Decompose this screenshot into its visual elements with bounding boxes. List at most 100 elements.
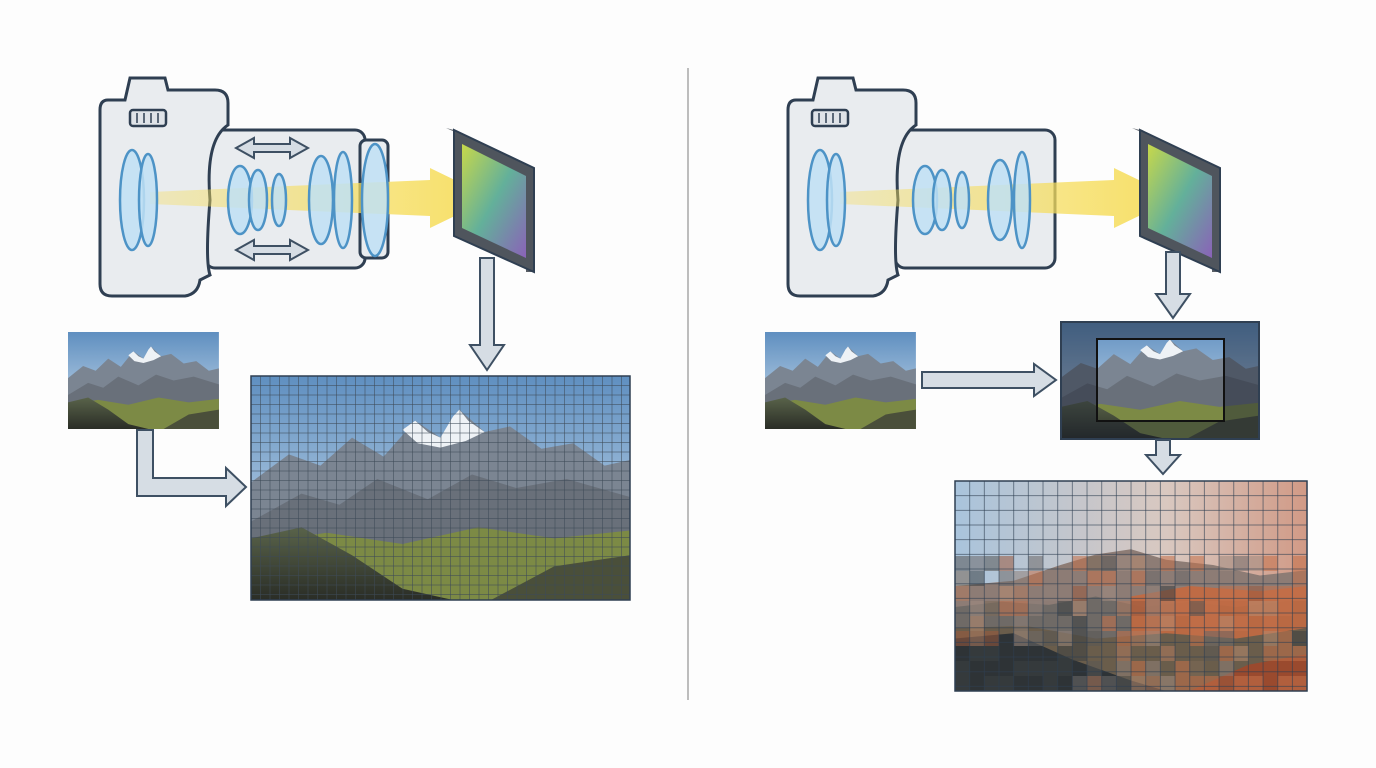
pixel-block bbox=[1013, 571, 1029, 586]
digital-zoom-panel bbox=[765, 76, 1308, 692]
pixel-block bbox=[1204, 631, 1220, 646]
pixel-block bbox=[1292, 631, 1308, 646]
pixel-block bbox=[1189, 601, 1205, 616]
sensor-icon bbox=[446, 128, 535, 274]
pixel-block bbox=[1175, 601, 1190, 616]
pixel-block bbox=[1175, 571, 1190, 586]
result-image-pixelated bbox=[954, 480, 1308, 692]
pixel-block bbox=[955, 676, 970, 691]
pixel-block bbox=[1248, 601, 1264, 616]
pixel-block bbox=[1145, 631, 1161, 646]
thumbnail-photo bbox=[765, 332, 916, 429]
pixel-block bbox=[1175, 661, 1190, 676]
pixel-block bbox=[1131, 661, 1146, 676]
flow-arrow-icon bbox=[468, 257, 506, 372]
pixel-block bbox=[1145, 616, 1161, 631]
pixel-block bbox=[1219, 631, 1234, 646]
pixel-block bbox=[1131, 631, 1146, 646]
pixel-block bbox=[969, 571, 985, 586]
pixel-block bbox=[984, 631, 1000, 646]
pixel-block bbox=[1248, 586, 1264, 601]
pixel-block bbox=[1145, 661, 1161, 676]
pixel-block bbox=[969, 601, 985, 616]
pixel-block bbox=[1145, 601, 1161, 616]
pixel-block bbox=[1204, 601, 1220, 616]
pixel-block bbox=[1160, 676, 1176, 691]
pixel-block bbox=[969, 556, 985, 571]
pixel-block bbox=[955, 571, 970, 586]
pixel-block bbox=[1072, 631, 1088, 646]
pixel-block bbox=[1233, 586, 1249, 601]
pixel-block bbox=[1057, 631, 1073, 646]
pixel-block bbox=[1013, 631, 1029, 646]
flow-arrow-icon bbox=[1143, 439, 1183, 476]
pixel-block bbox=[1057, 661, 1073, 676]
pixel-block bbox=[1263, 601, 1278, 616]
pixel-block bbox=[1219, 586, 1234, 601]
pixel-block bbox=[1087, 631, 1102, 646]
pixel-block bbox=[1043, 586, 1058, 601]
pixel-block bbox=[1189, 556, 1205, 571]
pixel-block bbox=[999, 556, 1014, 571]
pixel-block bbox=[1101, 616, 1117, 631]
thumbnail-photo bbox=[68, 332, 219, 429]
pixel-block bbox=[1043, 631, 1058, 646]
pixel-block bbox=[999, 586, 1014, 601]
pixel-block bbox=[1028, 601, 1044, 616]
pixel-block bbox=[1116, 661, 1132, 676]
pixel-block bbox=[1131, 676, 1146, 691]
pixel-block bbox=[1204, 616, 1220, 631]
pixel-block bbox=[1160, 616, 1176, 631]
flow-arrow-icon bbox=[921, 362, 1058, 398]
pixel-block bbox=[1028, 556, 1044, 571]
pixel-block bbox=[1101, 556, 1117, 571]
pixel-block bbox=[1292, 586, 1308, 601]
pixel-block bbox=[1145, 571, 1161, 586]
pixel-block bbox=[984, 646, 1000, 661]
pixel-block bbox=[1116, 676, 1132, 691]
pixel-block bbox=[1160, 556, 1176, 571]
pixel-block bbox=[1204, 676, 1220, 691]
crop-frame bbox=[1060, 321, 1260, 440]
pixel-block bbox=[1292, 646, 1308, 661]
pixel-block bbox=[1072, 616, 1088, 631]
pixel-block bbox=[1087, 571, 1102, 586]
pixel-block bbox=[1233, 556, 1249, 571]
pixel-block bbox=[1277, 646, 1293, 661]
pixel-block bbox=[1204, 646, 1220, 661]
pixel-block bbox=[1116, 631, 1132, 646]
pixel-block bbox=[1277, 631, 1293, 646]
pixel-block bbox=[999, 676, 1014, 691]
pixel-grid-icon bbox=[250, 375, 630, 600]
pixel-block bbox=[1101, 676, 1117, 691]
pixel-block bbox=[1189, 631, 1205, 646]
pixel-block bbox=[1292, 676, 1308, 691]
pixel-block bbox=[1101, 586, 1117, 601]
pixel-block bbox=[1072, 556, 1088, 571]
pixel-block bbox=[1072, 676, 1088, 691]
pixel-block bbox=[1248, 556, 1264, 571]
lens-icon bbox=[118, 142, 390, 258]
pixel-block bbox=[1277, 601, 1293, 616]
pixel-block bbox=[1263, 646, 1278, 661]
pixel-block bbox=[1013, 586, 1029, 601]
pixel-block bbox=[1057, 646, 1073, 661]
pixel-block bbox=[1028, 631, 1044, 646]
pixel-block bbox=[999, 601, 1014, 616]
pixel-block bbox=[1043, 661, 1058, 676]
pixel-block bbox=[1233, 676, 1249, 691]
pixel-block bbox=[1087, 676, 1102, 691]
pixel-block bbox=[1087, 556, 1102, 571]
pixel-block bbox=[1248, 676, 1264, 691]
lens-icon bbox=[806, 148, 1032, 252]
pixel-block bbox=[969, 646, 985, 661]
pixel-block bbox=[1263, 616, 1278, 631]
pixel-block bbox=[1043, 676, 1058, 691]
pixel-block bbox=[1189, 676, 1205, 691]
pixel-block bbox=[1233, 616, 1249, 631]
result-image-sharp bbox=[250, 375, 631, 601]
pixel-block bbox=[1087, 661, 1102, 676]
optical-zoom-panel bbox=[68, 76, 631, 601]
flow-arrow-icon bbox=[136, 429, 248, 509]
